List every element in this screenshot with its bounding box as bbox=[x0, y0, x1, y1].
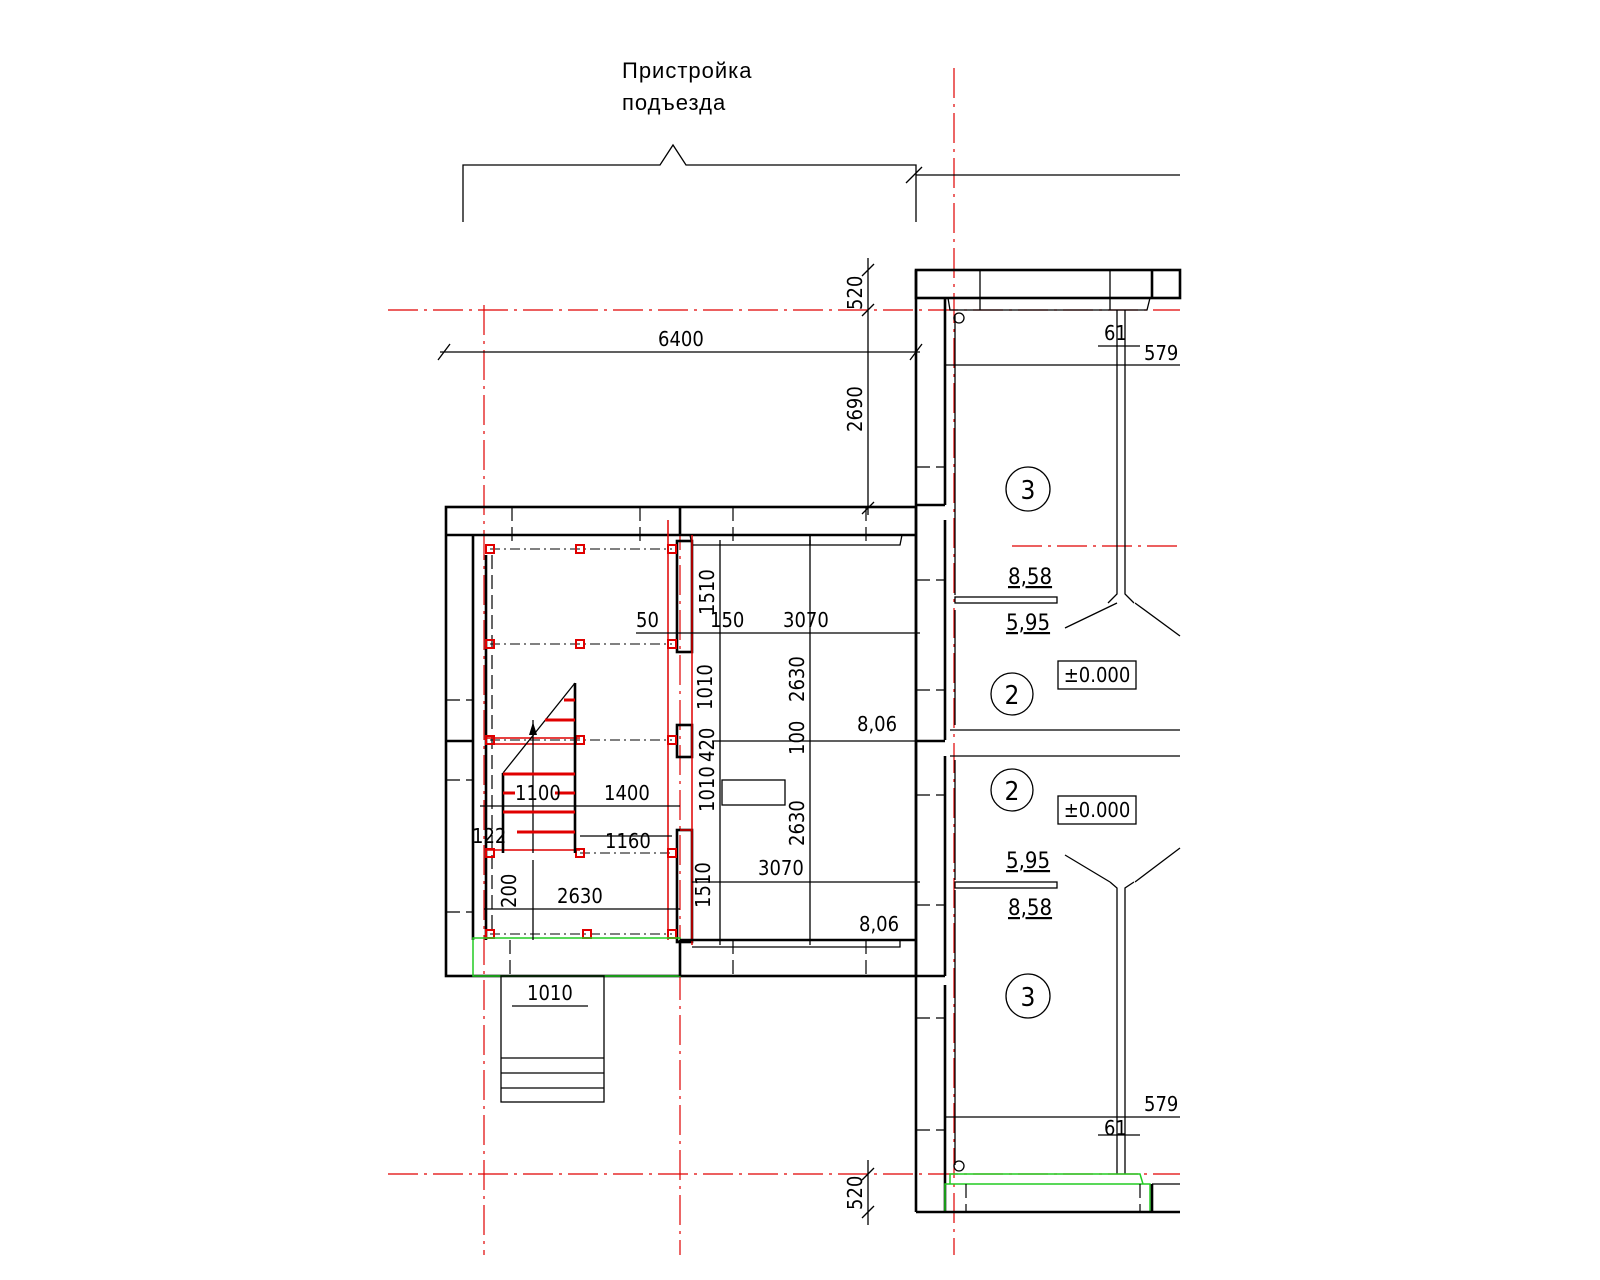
dim-200: 200 bbox=[497, 874, 521, 908]
dim-520-bot: 520 bbox=[843, 1176, 867, 1210]
dim-806-top: 8,06 bbox=[857, 712, 897, 736]
dim-1010-mid: 1010 bbox=[695, 766, 719, 812]
porch-steps bbox=[500, 975, 605, 1103]
dim-122: 122 bbox=[472, 824, 506, 848]
dim-1010-top: 1010 bbox=[693, 664, 717, 710]
room-number-3-bottom: 3 bbox=[1021, 983, 1036, 1013]
room-height-bottom: 5,95 bbox=[1006, 849, 1050, 874]
dim-806-bot: 8,06 bbox=[859, 912, 899, 936]
room-area-bottom: 8,58 bbox=[1008, 896, 1052, 921]
dim-150: 150 bbox=[710, 608, 744, 632]
dim-2630-top: 2630 bbox=[785, 656, 809, 702]
dim-3070-bot: 3070 bbox=[758, 856, 804, 880]
dim-1010-porch: 1010 bbox=[527, 981, 573, 1005]
dim-2630-h: 2630 bbox=[557, 884, 603, 908]
dim-100: 100 bbox=[785, 721, 809, 755]
room-number-2-lower: 2 bbox=[1005, 777, 1020, 807]
dim-1510-top: 1510 bbox=[695, 569, 719, 615]
dim-6400: 6400 bbox=[658, 327, 704, 351]
dim-2630-mid: 2630 bbox=[785, 800, 809, 846]
title-bracket: Пристройка подъезда bbox=[462, 58, 1180, 222]
entrance-annex bbox=[444, 505, 918, 1103]
dim-3070-top: 3070 bbox=[783, 608, 829, 632]
dim-2690: 2690 bbox=[843, 386, 867, 432]
dim-1400: 1400 bbox=[604, 781, 650, 805]
room-area-top: 8,58 bbox=[1008, 565, 1052, 590]
room-number-3-top: 3 bbox=[1021, 476, 1036, 506]
title-line2: подъезда bbox=[622, 90, 726, 115]
room-number-2-upper: 2 bbox=[1005, 681, 1020, 711]
dim-1160: 1160 bbox=[605, 829, 651, 853]
dim-50: 50 bbox=[636, 608, 659, 632]
dim-61-top: 61 bbox=[1104, 321, 1127, 345]
level-mark-lower: ±0.000 bbox=[1064, 798, 1131, 822]
room-markers: 3 8,58 5,95 2 ±0.000 2 ±0.000 5,95 8,58 … bbox=[990, 466, 1137, 1019]
dim-1100: 1100 bbox=[515, 781, 561, 805]
staircase bbox=[501, 682, 577, 853]
dim-579-bot: 579 bbox=[1144, 1092, 1178, 1116]
title-line1: Пристройка bbox=[622, 58, 753, 83]
level-mark-upper: ±0.000 bbox=[1064, 663, 1131, 687]
existing-building bbox=[914, 268, 1182, 1214]
room-height-top: 5,95 bbox=[1006, 611, 1050, 636]
dim-61-bot: 61 bbox=[1104, 1116, 1127, 1140]
dim-579-top: 579 bbox=[1144, 341, 1178, 365]
dim-420: 420 bbox=[695, 728, 719, 762]
dim-520-top: 520 bbox=[843, 276, 867, 310]
dimension-lines bbox=[437, 258, 1180, 1225]
anchor-points bbox=[485, 544, 677, 939]
dimension-labels: 520 6400 2690 61 579 50 150 3070 1510 10… bbox=[472, 276, 1178, 1210]
dim-1510-bot: 1510 bbox=[691, 862, 715, 908]
